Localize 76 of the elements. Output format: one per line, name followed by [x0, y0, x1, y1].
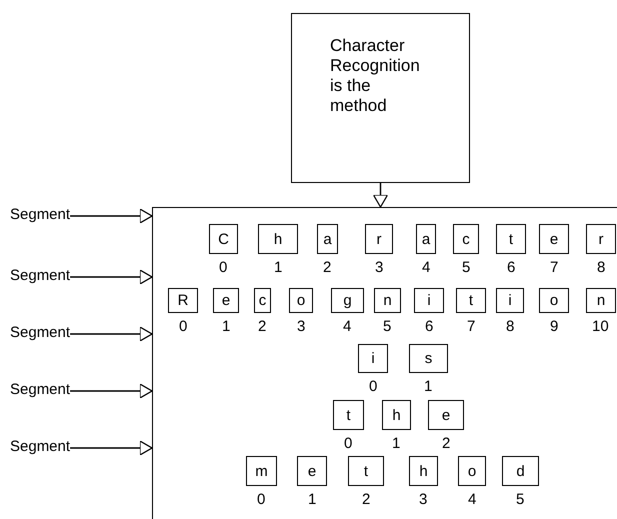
segment-label: Segment — [10, 266, 70, 286]
index-number: 1 — [222, 318, 230, 335]
index-number: 6 — [425, 318, 434, 335]
letter-box: t — [496, 224, 526, 254]
letter-box: h — [382, 400, 411, 430]
letter-box: o — [289, 288, 313, 313]
index-number: 5 — [383, 318, 392, 335]
letter-box: c — [453, 224, 479, 254]
letter-box: n — [586, 288, 616, 313]
index-number: 4 — [343, 318, 352, 335]
letter-box: t — [348, 456, 384, 486]
letter-box: d — [502, 456, 539, 486]
index-number: 6 — [507, 259, 516, 276]
index-number: 5 — [516, 491, 524, 508]
index-number: 1 — [274, 259, 282, 276]
index-number: 2 — [323, 259, 332, 276]
index-number: 3 — [419, 491, 428, 508]
segment-label: Segment — [10, 205, 70, 225]
index-number: 4 — [468, 491, 476, 508]
index-number: 2 — [362, 491, 370, 508]
panel-frame — [152, 207, 617, 519]
index-number: 3 — [297, 318, 306, 335]
index-number: 0 — [219, 259, 228, 276]
index-number: 7 — [550, 259, 558, 276]
index-number: 1 — [308, 491, 316, 508]
index-number: 0 — [179, 318, 188, 335]
block-arrow — [70, 383, 153, 399]
index-number: 9 — [550, 318, 558, 335]
letter-box: g — [331, 288, 364, 313]
block-arrow — [372, 183, 388, 208]
letter-box: R — [168, 288, 198, 313]
letter-box: r — [586, 224, 616, 254]
letter-box: i — [358, 344, 388, 373]
index-number: 1 — [424, 378, 432, 395]
index-number: 5 — [462, 259, 470, 276]
segment-label: Segment — [10, 437, 70, 457]
segment-label: Segment — [10, 323, 70, 343]
letter-box: n — [374, 288, 401, 313]
letter-box: e — [428, 400, 464, 430]
letter-box: C — [209, 224, 238, 254]
letter-box: i — [496, 288, 524, 313]
block-arrow — [70, 269, 153, 285]
index-number: 2 — [258, 318, 266, 335]
index-number: 1 — [392, 435, 400, 452]
letter-box: r — [365, 224, 393, 254]
block-arrow — [70, 208, 153, 224]
letter-box: h — [258, 224, 298, 254]
index-number: 8 — [597, 259, 606, 276]
letter-box: i — [414, 288, 444, 313]
letter-box: a — [317, 224, 338, 254]
letter-box: c — [254, 288, 271, 313]
index-number: 7 — [467, 318, 476, 335]
index-number: 0 — [369, 378, 378, 395]
letter-box: o — [458, 456, 486, 486]
letter-box: e — [297, 456, 327, 486]
index-number: 3 — [375, 259, 384, 276]
index-number: 2 — [442, 435, 450, 452]
box-text: Character Recognition is the method — [330, 36, 420, 116]
letter-box: a — [416, 224, 436, 254]
letter-box: e — [539, 224, 569, 254]
letter-box: o — [539, 288, 569, 313]
block-arrow — [70, 326, 153, 342]
letter-box: t — [456, 288, 486, 313]
segment-label: Segment — [10, 380, 70, 400]
index-number: 0 — [257, 491, 266, 508]
letter-box: m — [246, 456, 277, 486]
index-number: 8 — [506, 318, 514, 335]
index-number: 0 — [344, 435, 352, 452]
index-number: 10 — [592, 318, 609, 335]
letter-box: s — [409, 344, 448, 373]
index-number: 4 — [422, 259, 430, 276]
letter-box: t — [333, 400, 364, 430]
letter-box: e — [213, 288, 239, 313]
letter-box: h — [409, 456, 438, 486]
text-box — [291, 13, 470, 183]
block-arrow — [70, 440, 153, 456]
